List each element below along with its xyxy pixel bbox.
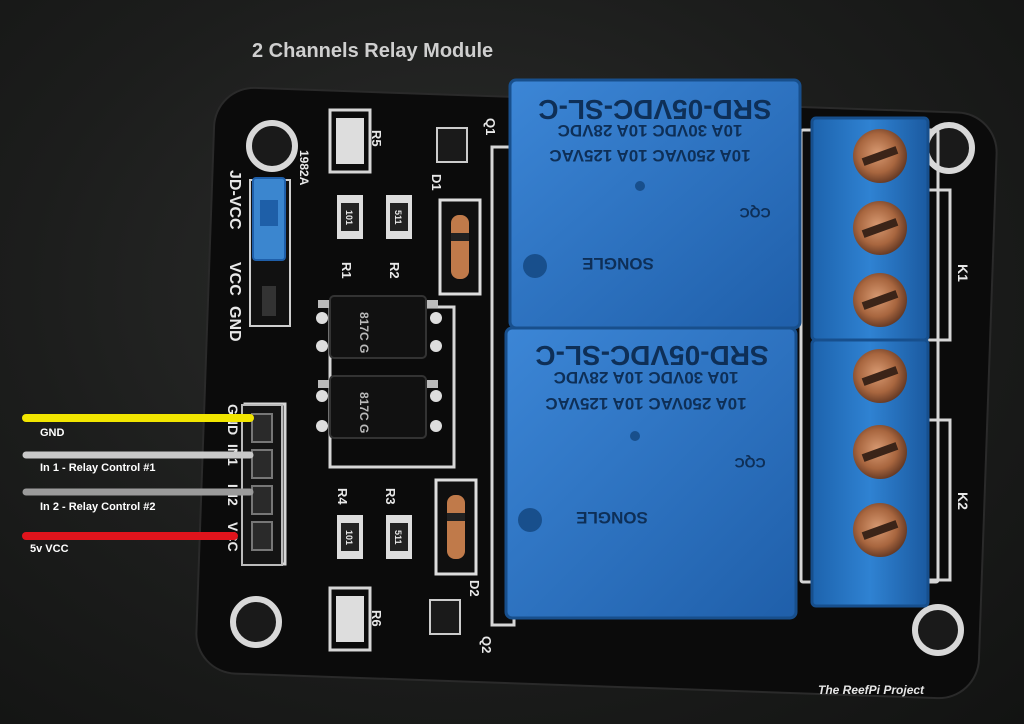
relay-2-brand: SONGLE: [576, 508, 648, 527]
resistor-label-r4: R4: [335, 488, 350, 505]
transistor-label-q2: Q2: [479, 636, 494, 653]
wire-label-in1: In 1 - Relay Control #1: [40, 462, 156, 474]
smd-resistors: [336, 118, 412, 642]
resistor-label-r3: R3: [383, 488, 398, 505]
relay-1-rating-2: 10A 30VDC 10A 28VDC: [558, 121, 743, 140]
resistor-label-r6: R6: [369, 610, 384, 627]
transistor-label-q1: Q1: [483, 118, 498, 135]
relay-1-model: SRD-05VDC-SL-C: [538, 94, 771, 125]
screw-terminals: [853, 129, 907, 557]
relay-2-model: SRD-05VDC-SL-C: [535, 340, 768, 371]
jumper-label-vcc: VCC: [226, 262, 243, 296]
wire-label-vcc: 5v VCC: [30, 543, 69, 555]
transistors-diodes: [429, 127, 482, 635]
smd-code: 511: [393, 530, 403, 545]
wires: [22, 414, 254, 540]
resistor-label-r5: R5: [369, 130, 384, 147]
relay-1-brand: SONGLE: [582, 254, 654, 273]
relay-2-rating-1: 10A 250VAC 10A 125VAC: [545, 394, 746, 413]
relay-1: [508, 78, 802, 330]
relay-label-k2: K2: [955, 492, 971, 510]
smd-code: 101: [344, 530, 354, 545]
mounting-hole: [246, 120, 298, 172]
wire-label-gnd: GND: [40, 427, 65, 439]
diode-label-d2: D2: [467, 580, 482, 597]
resistor-label-r2: R2: [387, 262, 402, 279]
part-number: 1982A: [297, 150, 311, 186]
wire-label-in2: In 2 - Relay Control #2: [40, 501, 156, 513]
optocouplers: [316, 295, 442, 439]
relay-2: [504, 326, 798, 620]
diode-label-d1: D1: [429, 174, 444, 191]
mounting-hole: [912, 604, 964, 656]
optocoupler-marking: 817C G: [357, 392, 371, 433]
optocoupler-marking: 817C G: [357, 312, 371, 353]
relay-1-cert: CQC: [739, 205, 770, 221]
jumper-label-jdvcc: JD-VCC: [226, 170, 243, 230]
relay-2-rating-2: 10A 30VDC 10A 28VDC: [554, 368, 739, 387]
jumper-block: [249, 177, 291, 327]
smd-code: 101: [344, 210, 354, 225]
credit-text: The ReefPi Project: [818, 683, 925, 697]
image-title: 2 Channels Relay Module: [252, 40, 494, 62]
header-pins: [241, 404, 283, 566]
terminal-block: [810, 116, 930, 608]
resistor-label-r1: R1: [339, 262, 354, 279]
relay-1-rating-1: 10A 250VAC 10A 125VAC: [549, 146, 750, 165]
relay-label-k1: K1: [955, 264, 971, 282]
mounting-hole: [923, 122, 975, 174]
jumper-label-gnd: GND: [226, 306, 243, 342]
relay-2-cert: CQC: [734, 455, 765, 471]
smd-code: 511: [393, 210, 403, 225]
mounting-hole: [230, 596, 282, 648]
